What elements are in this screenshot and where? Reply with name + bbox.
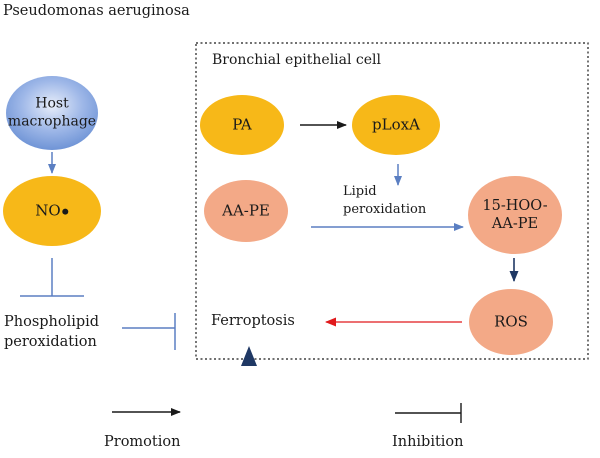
legend-promotion-label: Promotion xyxy=(104,434,181,450)
ferroptosis-label: Ferroptosis xyxy=(211,313,295,329)
pa-node xyxy=(200,95,284,155)
aa-pe-node xyxy=(204,180,288,242)
ploxa-label: pLoxA xyxy=(372,115,420,134)
no-node xyxy=(3,176,101,246)
radical-dot-icon xyxy=(62,208,69,215)
no-label-text: NO xyxy=(35,201,61,220)
host-macrophage-label: Host macrophage xyxy=(7,95,97,130)
no-label: NO xyxy=(35,201,69,221)
ploxa-node xyxy=(352,95,440,155)
hoo-aa-pe-node xyxy=(468,176,562,254)
ros-label: ROS xyxy=(494,312,528,331)
diagram-title: Pseudomonas aeruginosa xyxy=(3,3,190,19)
ros-node xyxy=(469,289,553,355)
phospholipid-peroxidation-label: Phospholipid peroxidation xyxy=(4,314,100,351)
host-macrophage-node xyxy=(6,76,98,150)
ferroptosis-promotion-triangle xyxy=(241,346,257,366)
aa-pe-label: AA-PE xyxy=(222,201,270,220)
box-title: Bronchial epithelial cell xyxy=(212,52,381,68)
bronchial-cell-box xyxy=(195,42,589,360)
legend-inhibition-label: Inhibition xyxy=(392,434,464,450)
lipid-peroxidation-label: Lipid peroxidation xyxy=(343,184,427,217)
pa-label: PA xyxy=(232,115,252,134)
hoo-aa-pe-label: 15-HOO- AA-PE xyxy=(482,197,548,232)
